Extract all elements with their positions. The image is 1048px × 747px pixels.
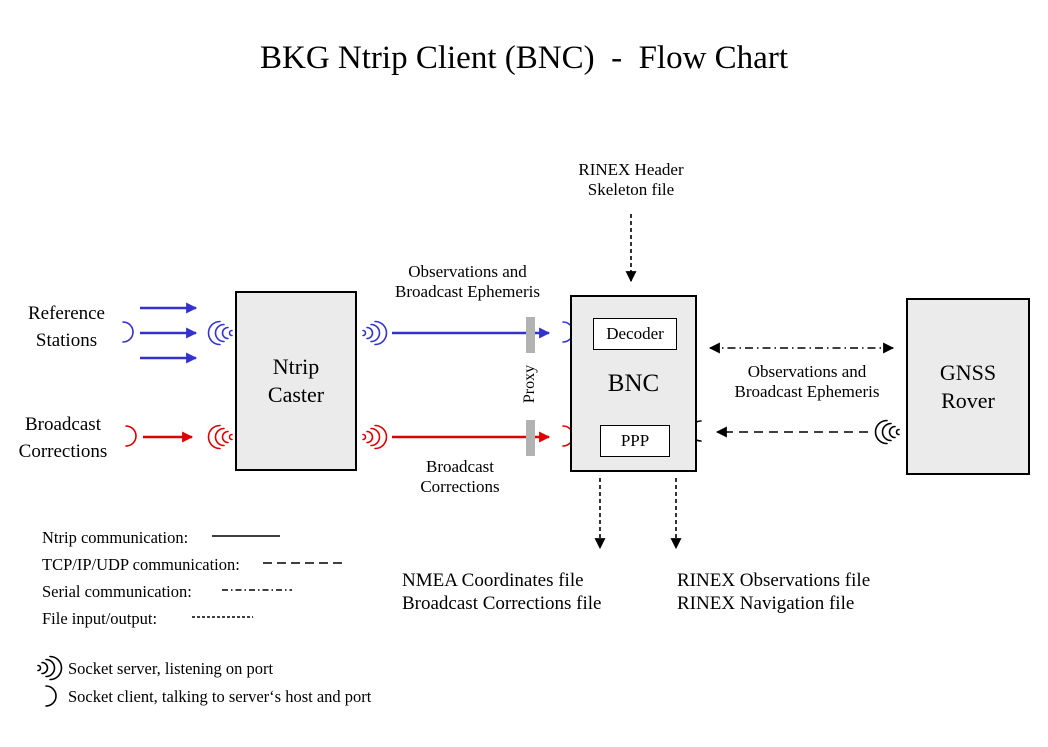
legend-item-file: File input/output: (42, 609, 158, 628)
socket-client-icon-ref-stations (122, 321, 134, 343)
obs-ephemeris-top-label: Observations and Broadcast Ephemeris (395, 262, 540, 301)
ntrip-caster-box: Ntrip Caster (235, 291, 357, 471)
ppp-label: PPP (620, 431, 650, 450)
gnss-rover-box: GNSS Rover (906, 298, 1030, 475)
gnss-rover-label-line2: Rover (941, 387, 995, 413)
rinex-files-label: RINEX Observations file RINEX Navigation… (677, 570, 871, 614)
socket-server-icon-caster-corr-out (362, 424, 388, 450)
socket-server-icon-rover (874, 419, 900, 445)
nmea-files-label: NMEA Coordinates file Broadcast Correcti… (402, 570, 602, 614)
decoder-box: Decoder (593, 318, 677, 350)
legend-item-serial: Serial communication: (42, 582, 192, 601)
obs-ephemeris-right-label: Observations and Broadcast Ephemeris (734, 362, 880, 401)
socket-client-icon-corrections-in (125, 425, 137, 447)
socket-server-legend-icon (37, 655, 63, 681)
socket-server-icon-caster-obs-out (362, 320, 388, 346)
ntrip-caster-label-line2: Caster (267, 382, 325, 407)
proxy-bar-bottom (526, 420, 535, 456)
reference-stations-label: Reference Stations (28, 303, 105, 351)
gnss-rover-label-line1: GNSS (939, 359, 997, 385)
decoder-label: Decoder (606, 324, 664, 343)
ppp-box: PPP (600, 425, 670, 457)
socket-server-icon-caster-corr-in (207, 424, 233, 450)
ntrip-caster-label-line1: Ntrip (272, 354, 320, 379)
broadcast-corrections-input-label: Broadcast Corrections (18, 414, 108, 462)
proxy-label: Proxy (521, 364, 538, 404)
legend-item-tcpip: TCP/IP/UDP communication: (42, 555, 240, 574)
legend-item-ntrip: Ntrip communication: (42, 528, 189, 547)
bnc-box: Decoder BNC PPP (570, 295, 697, 472)
proxy-bar-top (526, 317, 535, 353)
rinex-header-label: RINEX Header Skeleton file (578, 160, 684, 199)
bnc-label: BNC (607, 369, 660, 397)
socket-server-icon-caster-obs-in (207, 320, 233, 346)
socket-client-legend-icon (45, 685, 57, 707)
socket-server-legend-label: Socket server, listening on port (68, 659, 274, 678)
page-title: BKG Ntrip Client (BNC) - Flow Chart (260, 40, 788, 76)
socket-client-legend-label: Socket client, talking to server‘s host … (68, 687, 372, 706)
broadcast-corrections-mid-label: Broadcast Corrections (420, 457, 500, 496)
